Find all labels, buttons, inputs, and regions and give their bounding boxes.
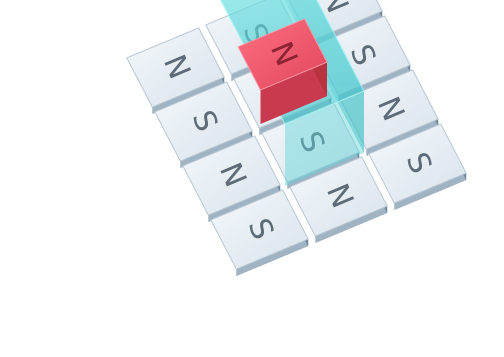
magnet-grid-svg: NSNSNSNSNSNS N	[0, 0, 504, 357]
magnet-grid-illustration: NSNSNSNSNSNS N	[0, 0, 504, 357]
